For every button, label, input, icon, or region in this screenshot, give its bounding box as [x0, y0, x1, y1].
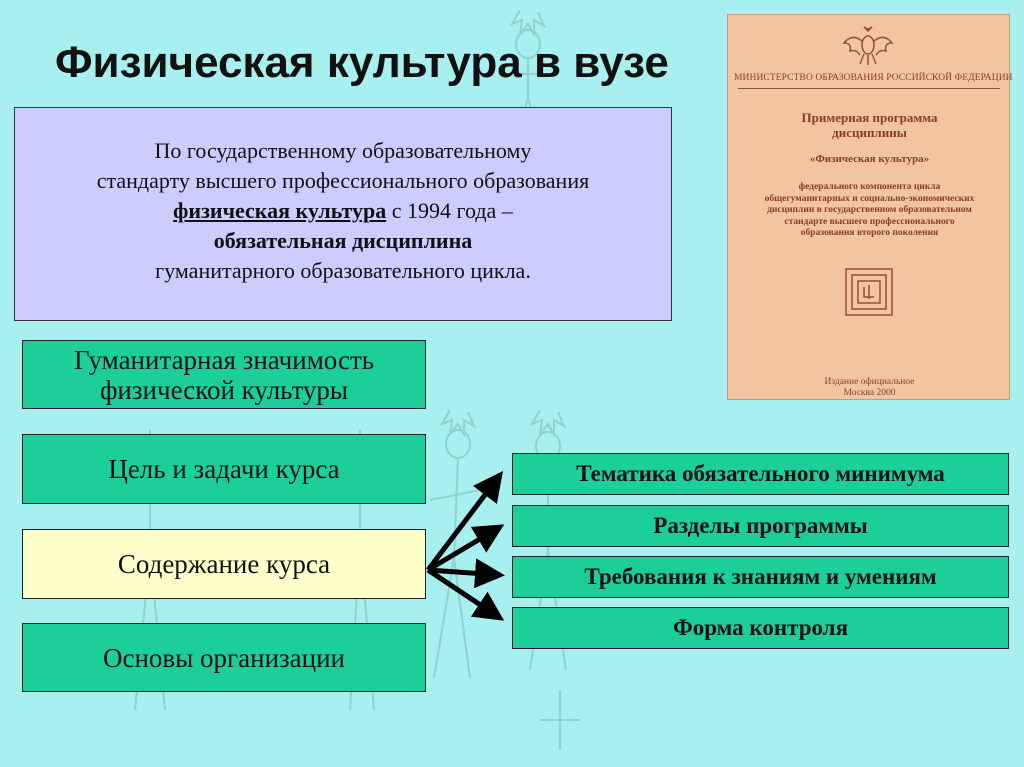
- arrow-to-control: [426, 567, 505, 621]
- intro-line-1: По государственному образовательному: [154, 138, 532, 163]
- doc-body: федерального компонента цикла общегумани…: [750, 182, 989, 240]
- page-title: Физическая культура в вузе: [55, 38, 669, 87]
- node-organization-basics[interactable]: Основы организации: [22, 623, 426, 692]
- doc-footer-line-1: Издание официальное: [824, 377, 915, 387]
- node-program-sections[interactable]: Разделы программы: [512, 505, 1009, 547]
- node-knowledge-requirements[interactable]: Требования к знаниям и умениям: [512, 556, 1009, 598]
- intro-term: физическая культура: [173, 198, 387, 223]
- node-mandatory-minimum-topics[interactable]: Тематика обязательного минимума: [512, 453, 1009, 495]
- intro-line-2: стандарту высшего профессионального обра…: [96, 168, 590, 193]
- node-humanitarian-line-1: Гуманитарная значимость: [73, 344, 375, 375]
- program-document-image: МИНИСТЕРСТВО ОБРАЗОВАНИЯ РОССИЙСКОЙ ФЕДЕ…: [727, 14, 1013, 400]
- doc-divider: [738, 88, 1000, 89]
- arrow-to-sections: [426, 524, 505, 573]
- doc-title-line-1: Примерная программа: [801, 110, 938, 125]
- intro-line-5: гуманитарного образовательного цикла.: [155, 258, 531, 283]
- doc-title: Примерная программа дисциплины: [748, 110, 991, 140]
- node-humanitarian-line-2: физической культуры: [99, 374, 349, 405]
- doc-body-line: общегуманитарных и социально-экономическ…: [764, 193, 975, 204]
- doc-title-line-2: дисциплины: [832, 125, 907, 140]
- doc-body-line: федерального компонента цикла: [798, 182, 941, 192]
- arrow-to-requirements: [427, 558, 505, 589]
- doc-body-line: образования второго поколения: [800, 228, 939, 238]
- node-goals-and-tasks[interactable]: Цель и задачи курса: [22, 434, 426, 504]
- doc-body-line: дисциплин в государственном образователь…: [767, 205, 972, 215]
- node-control-form[interactable]: Форма контроля: [512, 607, 1009, 649]
- doc-footer: Издание официальное Москва 2000: [748, 377, 991, 399]
- maze-logo-icon: [845, 268, 893, 316]
- node-course-content[interactable]: Содержание курса: [22, 529, 426, 599]
- eagle-emblem-icon: [842, 26, 894, 65]
- doc-ministry: МИНИСТЕРСТВО ОБРАЗОВАНИЯ РОССИЙСКОЙ ФЕДЕ…: [734, 73, 1013, 83]
- intro-line-3-rest: с 1994 года –: [386, 198, 513, 223]
- node-humanitarian-significance[interactable]: Гуманитарная значимость физической культ…: [22, 340, 426, 409]
- intro-box: По государственному образовательному ста…: [14, 107, 672, 321]
- doc-footer-line-2: Москва 2000: [843, 388, 896, 398]
- intro-line-3: физическая культура с 1994 года –: [23, 196, 663, 226]
- arrow-to-topics: [426, 471, 504, 572]
- doc-body-line: стандарте высшего профессионального: [784, 216, 955, 227]
- intro-line-4: обязательная дисциплина: [213, 228, 473, 253]
- doc-subtitle: «Физическая культура»: [809, 153, 930, 165]
